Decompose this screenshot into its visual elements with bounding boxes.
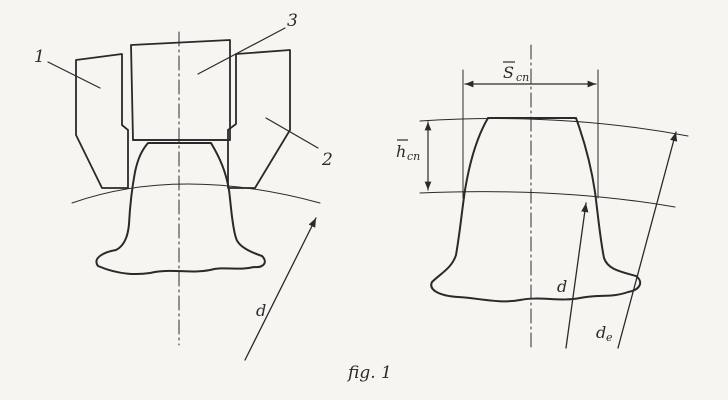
part-label-2: 2 bbox=[321, 150, 333, 170]
right-de-arrow bbox=[617, 131, 678, 349]
part-label-1: 1 bbox=[34, 47, 45, 67]
s-cn-label: S cn bbox=[503, 61, 529, 84]
part-label-3: 3 bbox=[287, 11, 298, 31]
left-radius-arrow bbox=[244, 217, 317, 361]
right-d-arrow bbox=[565, 202, 589, 349]
leader-line-3 bbox=[197, 27, 286, 75]
s-symbol: S bbox=[503, 63, 514, 82]
s-subscript: cn bbox=[516, 71, 529, 84]
de-subscript: e bbox=[606, 331, 613, 344]
tool-3-outline bbox=[130, 39, 231, 141]
left-tooth-profile bbox=[95, 142, 266, 276]
de-symbol: d bbox=[596, 323, 606, 342]
right-tooth-profile bbox=[430, 117, 642, 303]
leader-line-1 bbox=[47, 61, 101, 89]
leader-line-2 bbox=[265, 117, 319, 149]
right-d-label: d bbox=[557, 277, 567, 296]
de-label: d e bbox=[596, 323, 613, 344]
tool-1-outline bbox=[75, 53, 129, 189]
tip-circle-arc bbox=[419, 118, 689, 137]
left-pitch-arc bbox=[71, 183, 321, 204]
h-cn-label: h cn bbox=[396, 139, 420, 163]
right-pitch-arc bbox=[419, 191, 676, 208]
left-d-label: d bbox=[256, 301, 266, 320]
tool-2-outline bbox=[227, 49, 291, 189]
h-subscript: cn bbox=[407, 150, 420, 163]
figure-caption: fig. 1 bbox=[346, 363, 392, 383]
h-symbol: h bbox=[396, 142, 406, 161]
